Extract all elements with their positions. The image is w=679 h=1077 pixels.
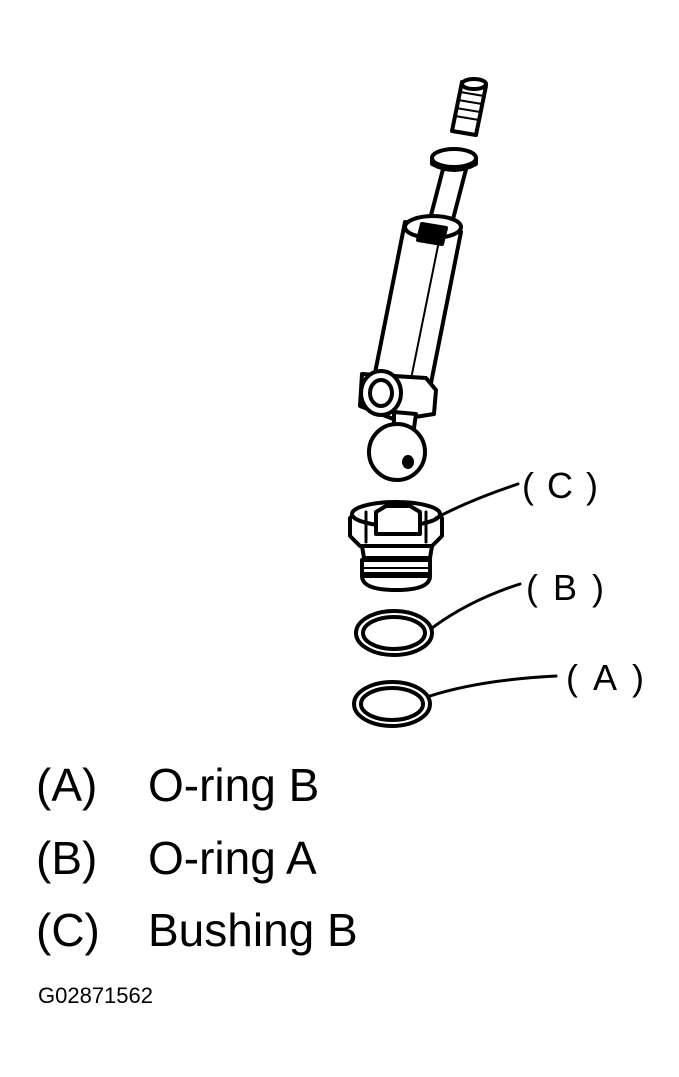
legend-key: (A) — [36, 759, 98, 811]
leader-line-a — [428, 674, 558, 698]
shift-lever-assembly-diagram: (C) (B) (A) — [348, 77, 644, 728]
lever-tube — [372, 214, 463, 390]
leader-line-b — [430, 582, 522, 630]
legend-row-a: (A) O-ring B — [0, 755, 679, 815]
leader-line-c — [434, 482, 520, 520]
ball-end — [367, 422, 427, 482]
legend-row-c: (C) Bushing B — [0, 900, 679, 960]
o-ring-a-part — [352, 680, 432, 728]
legend-key: (B) — [36, 832, 98, 884]
legend-name: Bushing B — [148, 904, 358, 956]
callout-c: (C) — [522, 465, 598, 506]
bushing-part — [348, 500, 444, 592]
shaft-washer — [430, 147, 478, 172]
shaft-tip — [450, 77, 488, 137]
o-ring-b-part — [354, 609, 434, 657]
legend-name: O-ring B — [148, 759, 320, 811]
eye-joint — [358, 369, 438, 430]
callout-b: (B) — [526, 567, 604, 608]
figure-code: G02871562 — [38, 983, 153, 1008]
legend-row-b: (B) O-ring A — [0, 828, 679, 888]
legend-name: O-ring A — [148, 832, 317, 884]
legend-key: (C) — [36, 904, 100, 956]
callout-a: (A) — [566, 657, 644, 698]
